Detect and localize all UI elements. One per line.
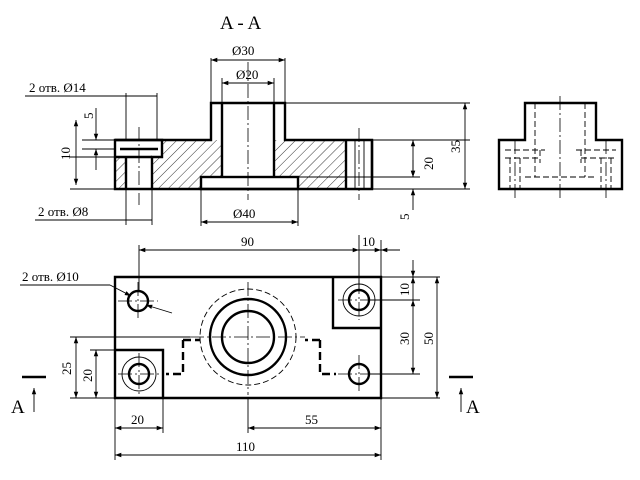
dim-35: 35 bbox=[448, 140, 463, 153]
dim-10-top: 10 bbox=[362, 234, 375, 249]
dim-20-right: 20 bbox=[421, 157, 436, 170]
dim-d30: Ø30 bbox=[232, 43, 254, 58]
dim-5-bottom: 5 bbox=[397, 214, 412, 221]
dim-d40: Ø40 bbox=[233, 206, 255, 221]
plan-view bbox=[113, 275, 383, 400]
dim-10-right: 10 bbox=[397, 283, 412, 296]
note-holes-14: 2 отв. Ø14 bbox=[29, 80, 86, 95]
dim-50: 50 bbox=[421, 332, 436, 345]
note-holes-10: 2 отв. Ø10 bbox=[22, 269, 79, 284]
dim-20-left: 20 bbox=[80, 369, 95, 382]
dim-5-top: 5 bbox=[81, 113, 96, 120]
dim-20-bottom: 20 bbox=[131, 412, 144, 427]
section-view bbox=[113, 62, 374, 205]
dim-90: 90 bbox=[241, 234, 254, 249]
section-marker-left-label: A bbox=[11, 397, 25, 418]
dim-d20: Ø20 bbox=[236, 67, 258, 82]
section-marker-left: A bbox=[11, 375, 46, 418]
section-dimensions: Ø30 Ø20 2 отв. Ø14 5 10 20 35 5 bbox=[25, 43, 470, 226]
side-view bbox=[497, 96, 624, 198]
dim-55: 55 bbox=[305, 412, 318, 427]
dim-25: 25 bbox=[59, 362, 74, 375]
section-title: A - A bbox=[220, 13, 261, 34]
note-holes-8: 2 отв. Ø8 bbox=[38, 204, 88, 219]
dim-10-left: 10 bbox=[58, 147, 73, 160]
plan-dimensions: 90 10 2 отв. Ø10 10 30 50 25 20 2 bbox=[20, 234, 440, 460]
dim-30: 30 bbox=[397, 332, 412, 345]
section-marker-right-label: A bbox=[466, 397, 480, 418]
section-marker-right: A bbox=[449, 375, 480, 418]
dim-110: 110 bbox=[236, 439, 255, 454]
